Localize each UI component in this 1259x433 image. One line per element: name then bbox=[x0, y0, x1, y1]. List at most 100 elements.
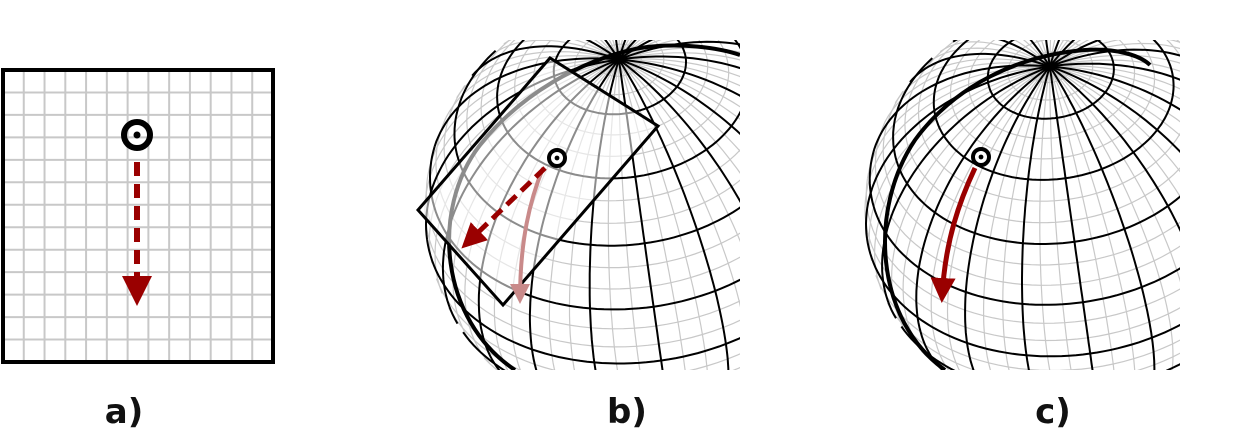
fine-meridian bbox=[618, 58, 740, 108]
parallel bbox=[892, 57, 1180, 245]
meridian bbox=[1048, 66, 1094, 370]
meridian bbox=[1045, 40, 1051, 67]
fine-meridian bbox=[1049, 59, 1180, 72]
fine-meridian bbox=[983, 66, 1051, 370]
fine-meridian bbox=[612, 40, 620, 60]
fine-meridian bbox=[1049, 65, 1180, 100]
fine-meridian bbox=[1049, 65, 1180, 137]
parallel bbox=[496, 40, 740, 180]
flat-grid-border bbox=[1, 68, 275, 364]
fine-meridian bbox=[618, 40, 620, 60]
target-ring-icon bbox=[547, 148, 567, 168]
parallel bbox=[550, 373, 781, 423]
meridian bbox=[618, 58, 740, 97]
meridian bbox=[952, 40, 1051, 68]
fine-meridian bbox=[618, 58, 740, 120]
geodesic-path-faded bbox=[510, 167, 545, 304]
fine-meridian bbox=[618, 40, 630, 60]
fine-meridian bbox=[1049, 42, 1180, 68]
meridian bbox=[1049, 65, 1180, 154]
fine-meridian bbox=[618, 58, 740, 97]
fine-meridian bbox=[1049, 66, 1180, 283]
fine-parallel bbox=[902, 328, 1180, 370]
fine-meridian bbox=[873, 65, 1050, 290]
meridian bbox=[1048, 65, 1156, 370]
fine-meridian bbox=[618, 58, 740, 78]
fine-meridian bbox=[1049, 65, 1180, 123]
fine-meridian bbox=[1013, 40, 1051, 67]
fine-meridian bbox=[1049, 40, 1082, 67]
fine-meridian bbox=[902, 65, 1051, 357]
parallel bbox=[866, 238, 1180, 358]
meridian bbox=[1029, 40, 1051, 68]
parallel bbox=[932, 40, 1175, 181]
fine-meridian bbox=[456, 50, 619, 99]
meridian bbox=[964, 65, 1051, 370]
meridian bbox=[617, 58, 730, 370]
fine-meridian bbox=[1049, 40, 1056, 67]
fine-meridian bbox=[618, 58, 740, 152]
meridian bbox=[881, 65, 1051, 319]
fine-parallel bbox=[512, 341, 810, 418]
fine-meridian bbox=[1049, 65, 1180, 198]
meridian bbox=[1049, 62, 1180, 81]
fine-parallel bbox=[948, 335, 1233, 409]
meridian bbox=[618, 40, 637, 61]
fine-meridian bbox=[503, 40, 620, 61]
fine-meridian bbox=[1049, 65, 1180, 90]
meridian bbox=[585, 40, 620, 61]
meridian bbox=[1048, 40, 1061, 67]
fine-parallel bbox=[886, 302, 1180, 370]
fine-meridian bbox=[618, 40, 662, 61]
meridian bbox=[617, 40, 627, 60]
parallel bbox=[984, 365, 1204, 413]
meridian bbox=[471, 45, 620, 77]
parallel bbox=[868, 149, 1180, 306]
parallel bbox=[900, 325, 1180, 370]
meridian bbox=[618, 58, 740, 204]
meridian bbox=[618, 58, 740, 136]
tangent-path-arrow bbox=[461, 166, 547, 249]
parallel bbox=[986, 40, 1115, 120]
fine-meridian bbox=[427, 58, 619, 177]
fine-meridian bbox=[618, 59, 740, 243]
fine-meridian bbox=[1049, 40, 1070, 67]
fine-meridian bbox=[1049, 65, 1180, 173]
meridian bbox=[1049, 40, 1076, 68]
fine-meridian bbox=[1040, 40, 1051, 67]
meridian bbox=[909, 52, 1051, 83]
meridian bbox=[618, 40, 654, 61]
fine-parallel bbox=[984, 365, 1204, 413]
fine-parallel bbox=[866, 238, 1180, 357]
fine-meridian bbox=[618, 47, 740, 61]
fine-meridian bbox=[618, 40, 623, 60]
fine-meridian bbox=[1049, 40, 1065, 67]
panel-a-flat-grid bbox=[1, 68, 275, 364]
meridian bbox=[615, 40, 620, 60]
fine-parallel bbox=[550, 373, 781, 423]
panel-label-c: c) bbox=[1035, 392, 1071, 432]
target-ring-icon bbox=[971, 147, 991, 167]
meridian bbox=[1021, 66, 1051, 370]
target-ring-icon bbox=[121, 119, 153, 151]
meridian bbox=[618, 55, 740, 70]
fine-meridian bbox=[599, 40, 620, 60]
meridian bbox=[864, 65, 1050, 239]
fine-meridian bbox=[946, 66, 1051, 370]
meridian bbox=[915, 65, 1051, 370]
panel-c-sphere-geodesic bbox=[864, 40, 1233, 413]
fine-meridian bbox=[1022, 40, 1051, 67]
fine-meridian bbox=[487, 40, 620, 61]
fine-meridian bbox=[618, 52, 740, 61]
fine-meridian bbox=[608, 40, 620, 60]
panel-label-b: b) bbox=[607, 392, 647, 432]
panel-label-a: a) bbox=[105, 392, 143, 432]
fine-meridian bbox=[594, 40, 620, 60]
fine-meridian bbox=[618, 40, 633, 60]
sphere-c-outline bbox=[883, 47, 1152, 370]
fine-meridian bbox=[1049, 54, 1180, 68]
fine-meridian bbox=[1035, 40, 1051, 67]
meridian bbox=[1049, 65, 1180, 111]
fine-meridian bbox=[1049, 40, 1052, 67]
